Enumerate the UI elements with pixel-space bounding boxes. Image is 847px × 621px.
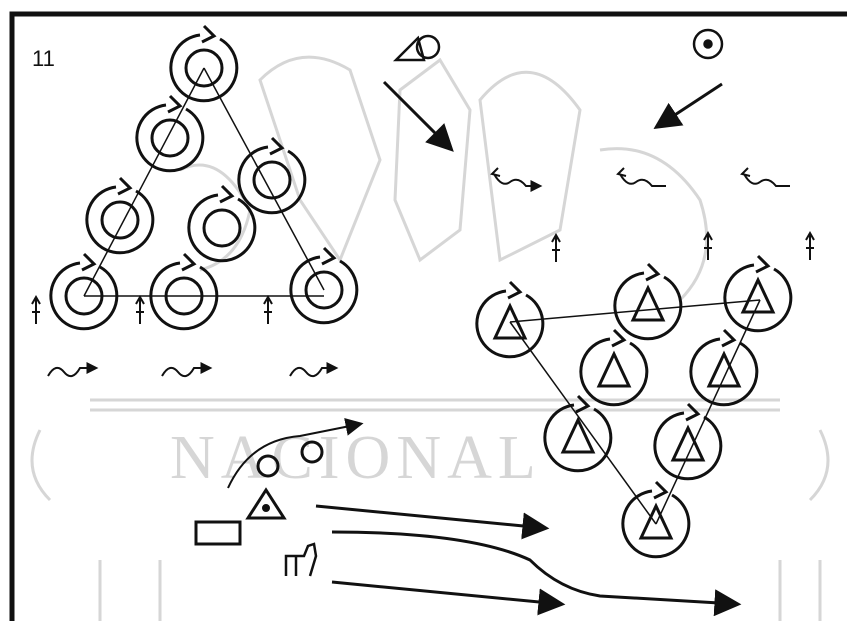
arrow-right-1: [316, 506, 544, 528]
up-arrow-icon: [806, 233, 814, 260]
watermark-text: NACIONAL: [170, 424, 542, 492]
unit-triangle-7: [655, 404, 721, 479]
unit-triangle-2: [615, 264, 681, 339]
right-up-arrows: [552, 233, 814, 262]
left-formation: [51, 26, 357, 329]
unit-circle-1: [171, 26, 237, 101]
arrowhead-icon: [742, 168, 750, 176]
arrow-right-3: [332, 582, 560, 604]
unit-triangle-5: [691, 330, 757, 405]
top-right-marker: [694, 30, 722, 58]
unit-triangle-4: [581, 330, 647, 405]
arrow-down-left: [658, 84, 722, 126]
unit-circle-7: [151, 254, 217, 329]
rectangle-icon: [196, 522, 240, 544]
unit-triangle-3: [725, 256, 791, 331]
arrowhead-icon: [618, 168, 626, 176]
arrow-down-right: [384, 82, 450, 148]
wind-arrow-icon: [162, 368, 210, 376]
right-wind-arrows: [492, 168, 790, 186]
wind-arrow-icon: [744, 174, 790, 186]
right-formation-lines: [510, 300, 760, 524]
unit-triangle-8: [623, 482, 689, 557]
wind-arrow-icon: [620, 174, 666, 186]
arrow-right-2: [332, 532, 736, 604]
up-arrow-icon: [552, 235, 560, 262]
wind-arrow-icon: [494, 174, 540, 186]
unit-circle-6: [51, 254, 117, 329]
wind-arrow-icon: [290, 368, 336, 376]
top-left-marker: [396, 36, 439, 60]
arrowhead-icon: [492, 168, 500, 176]
unit-triangle-6: [545, 396, 611, 471]
up-arrow-icon: [264, 297, 272, 324]
figure-number: 11: [32, 46, 55, 71]
up-arrow-icon: [32, 297, 40, 324]
triangle-dot-icon: [248, 490, 284, 518]
wind-arrow-icon: [48, 368, 96, 376]
left-wind-arrows: [48, 368, 336, 376]
animal-icon: [286, 544, 316, 576]
unit-circle-4: [87, 178, 153, 253]
frame-border: [12, 14, 847, 621]
unit-circle-8: [291, 248, 357, 323]
up-arrow-icon: [136, 297, 144, 324]
